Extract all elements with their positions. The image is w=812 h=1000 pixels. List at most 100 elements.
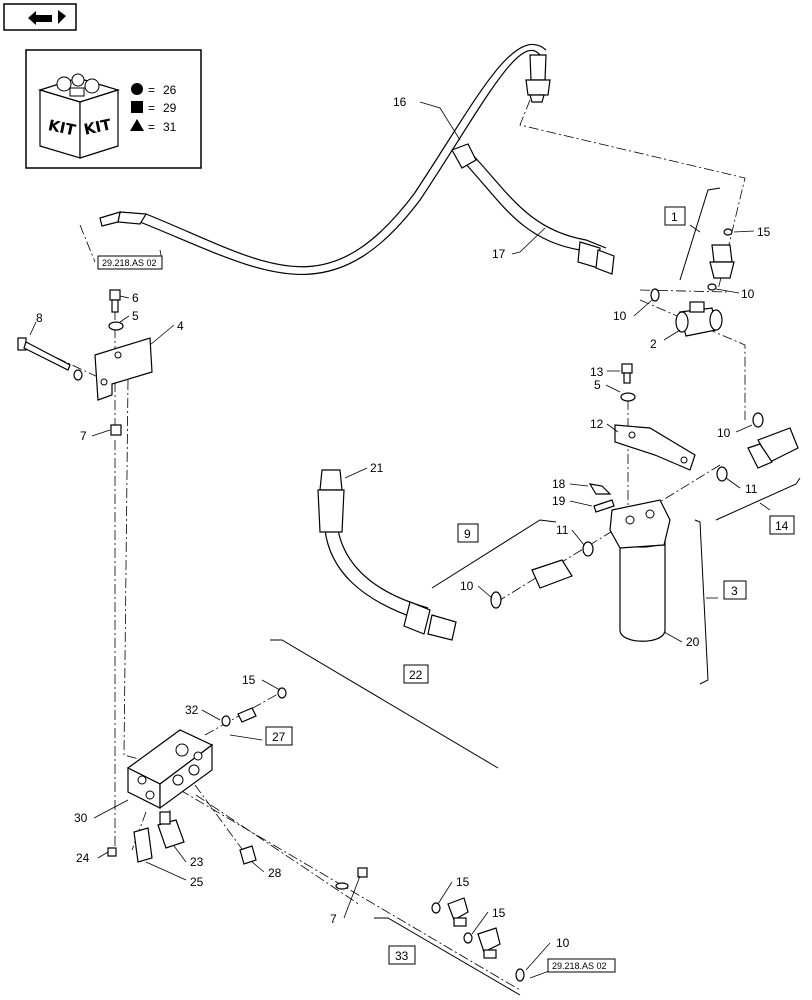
- callout-21: 21: [370, 461, 384, 475]
- boxed-callout-3[interactable]: 3: [723, 580, 747, 600]
- cartridge-25: [133, 827, 153, 863]
- callout-24: 24: [76, 851, 90, 865]
- square-value: 29: [163, 101, 177, 115]
- washer-5-left: [108, 321, 124, 331]
- group-bracket-22: [270, 639, 499, 769]
- plug-32: [221, 707, 257, 727]
- callout-15-top: 15: [757, 225, 771, 239]
- callout-11-right: 11: [745, 482, 758, 496]
- callout-23: 23: [190, 855, 204, 869]
- group-bracket-14: [715, 477, 801, 521]
- square-symbol-icon: [131, 101, 143, 113]
- kit-label-right: KIT: [82, 115, 113, 138]
- boxed-callout-27[interactable]: 27: [265, 726, 293, 746]
- callout-19: 19: [552, 494, 566, 508]
- svg-text:3: 3: [731, 584, 738, 598]
- boxed-callout-1[interactable]: 1: [664, 206, 686, 226]
- pin-19: [593, 499, 615, 513]
- circle-symbol-icon: [131, 83, 143, 95]
- svg-text:1: 1: [671, 210, 678, 224]
- manifold-block-30: [126, 729, 214, 810]
- reference-box-bottom-right[interactable]: 29.218.AS 02: [547, 958, 616, 973]
- elbow-fitting-lower-1: [431, 897, 469, 927]
- boxed-callout-9[interactable]: 9: [457, 523, 479, 543]
- callout-8: 8: [36, 311, 43, 325]
- callout-25: 25: [190, 875, 204, 889]
- triangle-equals: =: [148, 120, 155, 134]
- boxed-callout-14[interactable]: 14: [769, 515, 795, 535]
- oring-10-top: [707, 283, 717, 291]
- callout-5-right: 5: [594, 378, 601, 392]
- hose-assembly-17: [451, 143, 615, 275]
- callout-5-left: 5: [132, 309, 139, 323]
- elbow-fitting-lower-2: [463, 927, 501, 959]
- callout-18: 18: [552, 477, 566, 491]
- bolt-8: [17, 337, 83, 381]
- oring-10-bottom: [515, 968, 525, 982]
- screw-13: [621, 363, 633, 384]
- reference-top-left-text: 29.218.AS 02: [102, 258, 157, 268]
- reference-box-top-left[interactable]: 29.218.AS 02: [97, 255, 163, 270]
- screw-6: [109, 289, 121, 313]
- svg-text:14: 14: [775, 519, 789, 533]
- callout-10-bottom: 10: [556, 936, 570, 950]
- callout-11-mid: 11: [556, 523, 569, 537]
- washer-7-lower: [335, 882, 349, 890]
- callout-13: 13: [590, 365, 604, 379]
- svg-text:9: 9: [464, 527, 471, 541]
- callout-7-left: 7: [80, 429, 87, 443]
- callout-numbers: 16 17 15 10 10 2 13 5 12 10 11 18 19 11 …: [36, 95, 771, 950]
- group-bracket-1: [679, 187, 721, 281]
- nut-7-left: [110, 424, 122, 436]
- hose-assembly-16: [99, 43, 551, 275]
- callout-28: 28: [268, 866, 282, 880]
- oring-11-mid: [582, 541, 594, 557]
- group-bracket-9: [431, 519, 557, 589]
- circle-equals: =: [148, 83, 155, 97]
- oring-10-lower: [490, 591, 502, 609]
- callout-10-right: 10: [717, 426, 731, 440]
- reference-bottom-right-text: 29.218.AS 02: [552, 961, 607, 971]
- callout-4: 4: [177, 319, 184, 333]
- navigation-icon[interactable]: [3, 3, 77, 31]
- kit-box-icon: KIT KIT: [37, 73, 121, 159]
- callout-17: 17: [492, 247, 506, 261]
- callout-15-lower-2: 15: [492, 906, 506, 920]
- callout-15-lower-1: 15: [456, 875, 470, 889]
- circle-value: 26: [163, 83, 177, 97]
- callout-12: 12: [590, 417, 604, 431]
- adapter-9: [531, 559, 573, 589]
- sensor-18: [588, 483, 612, 495]
- oring-15-top: [723, 228, 733, 236]
- bracket-4: [94, 337, 153, 401]
- svg-text:33: 33: [395, 949, 409, 963]
- square-equals: =: [148, 101, 155, 115]
- leader-27-line: [229, 734, 263, 741]
- tee-fitting-2: [675, 301, 723, 337]
- boxed-callout-33[interactable]: 33: [388, 945, 416, 965]
- svg-text:27: 27: [272, 730, 286, 744]
- callout-16: 16: [393, 95, 407, 109]
- hose-assembly-21: [317, 469, 457, 641]
- boxed-callout-22[interactable]: 22: [403, 664, 429, 684]
- oring-11-right: [716, 466, 728, 482]
- callout-15-manifold: 15: [242, 673, 256, 687]
- callout-10-lower: 10: [460, 579, 474, 593]
- svg-text:22: 22: [409, 668, 423, 682]
- oring-10-right: [752, 412, 764, 428]
- callout-30: 30: [74, 811, 88, 825]
- kit-legend: KIT KIT = 26 = 29 = 31: [25, 49, 202, 169]
- fitting-1: [709, 244, 735, 279]
- triangle-value: 31: [163, 120, 177, 134]
- callout-10-mid: 10: [613, 309, 627, 323]
- group-bracket-3: [694, 519, 718, 685]
- triangle-symbol-icon: [130, 119, 144, 131]
- bracket-12: [614, 424, 696, 471]
- valve-connector-right: [747, 427, 799, 469]
- solenoid-23: [157, 811, 185, 849]
- oring-10-mid: [650, 288, 660, 302]
- kit-label-left: KIT: [47, 116, 78, 139]
- callout-7-lower: 7: [330, 912, 337, 926]
